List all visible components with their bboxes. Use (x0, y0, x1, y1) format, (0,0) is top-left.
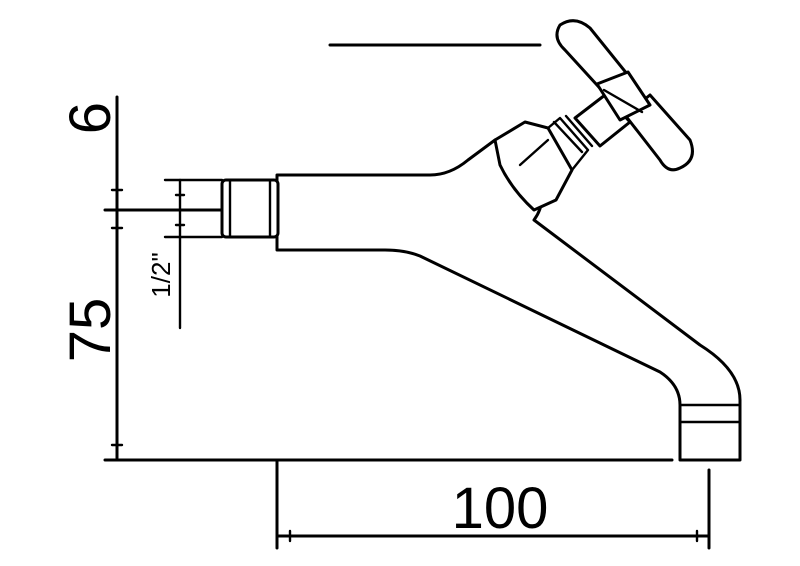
faucet-body (275, 138, 742, 462)
projection-label: 100 (452, 476, 549, 541)
thread-dimension-bracket (163, 178, 224, 330)
inlet-connector (220, 178, 280, 239)
cross-handle (555, 19, 694, 172)
horizontal-dimension-line (275, 458, 711, 550)
thread-size-label: 1/2" (146, 252, 176, 297)
height-label: 75 (58, 298, 123, 363)
vertical-dimension-line (110, 95, 124, 460)
valve-bonnet (493, 114, 594, 212)
top-offset-label: 6 (58, 102, 123, 134)
